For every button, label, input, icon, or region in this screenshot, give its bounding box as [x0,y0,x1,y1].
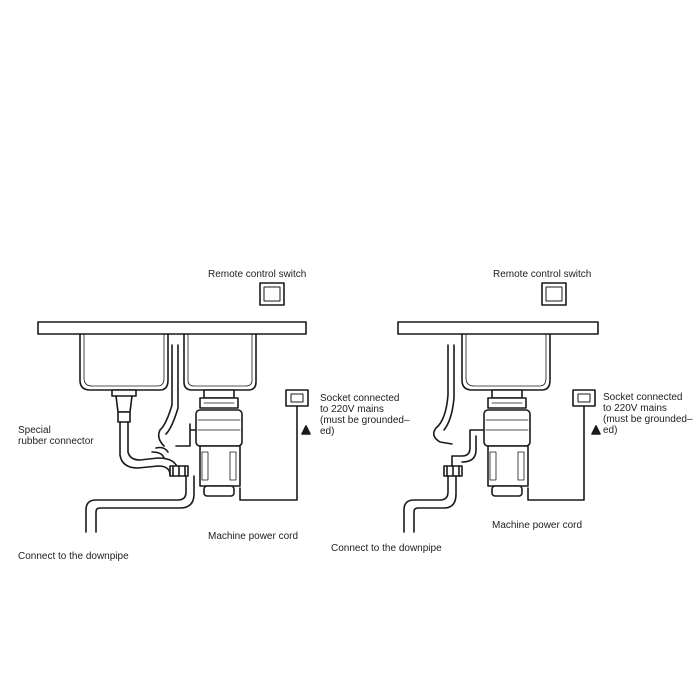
right-socket-label: Socket connected to 220V mains (must be … [603,392,693,436]
right-countertop [397,321,599,335]
left-sink-basin [79,333,169,391]
right-downpipe-label: Connect to the downpipe [331,543,442,554]
right-socket-icon [572,389,596,407]
left-switch-icon [259,282,285,306]
right-switch-label: Remote control switch [493,269,592,280]
left-disposer-unit [175,389,243,497]
left-socket-label: Socket connected to 220V mains (must be … [320,393,410,437]
left-rubber-connector-hose [119,421,179,476]
right-ground-symbol [591,425,601,435]
left-countertop [37,321,307,335]
right-switch-icon [541,282,567,306]
right-power-cord [527,405,585,501]
left-trap-coupling [169,465,189,477]
right-trap-coupling [443,465,463,477]
right-dishwasher-hose [432,344,455,445]
right-disposer-unit [451,389,531,497]
left-ground-symbol [301,425,311,435]
right-power-cord-label: Machine power cord [492,520,583,531]
left-power-cord-label: Machine power cord [208,531,299,542]
left-drain-outlet [111,389,137,423]
left-sink-basin-2 [183,333,257,391]
right-diagram [397,282,601,533]
left-socket-icon [285,389,309,407]
right-downpipe [403,475,457,533]
left-downpipe [85,475,195,533]
left-connector-label: Special rubber connector [18,425,94,447]
left-power-cord [239,405,298,501]
right-sink-basin [461,333,551,391]
left-diagram [37,282,311,533]
left-switch-label: Remote control switch [208,269,307,280]
left-dishwasher-hose [157,344,179,447]
left-downpipe-label: Connect to the downpipe [18,551,129,562]
